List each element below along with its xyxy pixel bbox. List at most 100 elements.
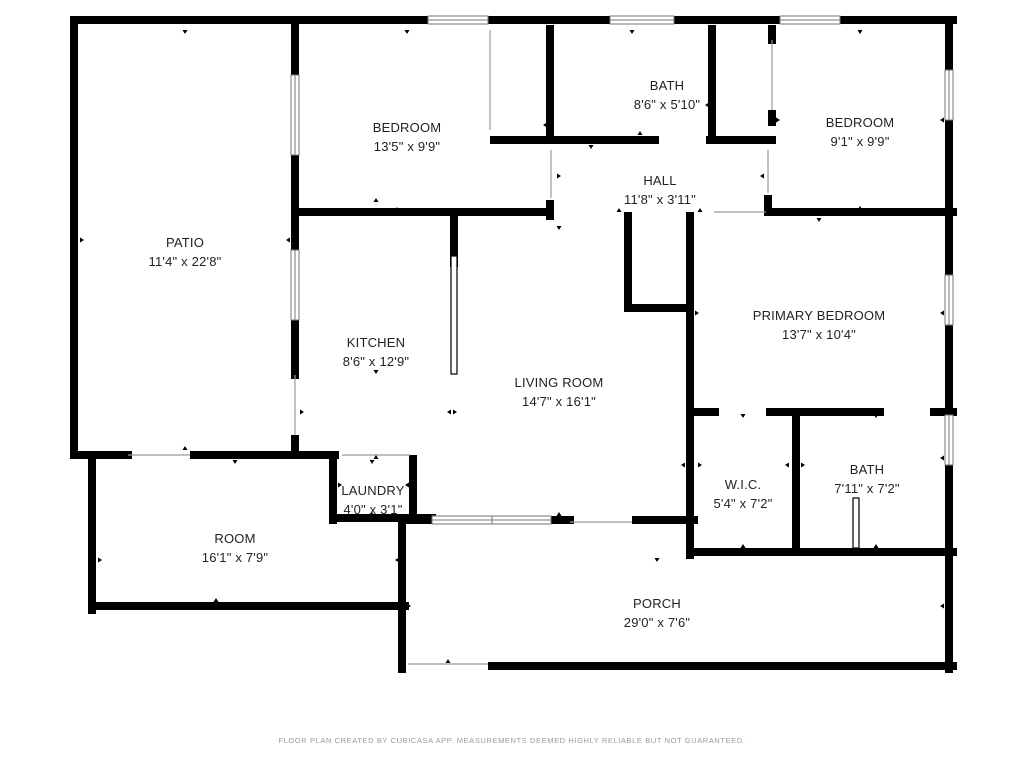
- wall-segment: [945, 665, 953, 673]
- room-name: BEDROOM: [372, 120, 442, 135]
- dimension-arrow: [557, 173, 561, 179]
- dimension-arrow: [98, 557, 102, 563]
- room-name: LAUNDRY: [341, 483, 405, 498]
- wall-segment: [945, 325, 953, 419]
- room-name: BEDROOM: [825, 115, 895, 130]
- wall-segment: [291, 435, 299, 459]
- dimension-arrow: [373, 370, 379, 374]
- room-name: ROOM: [214, 531, 256, 546]
- wall-segment: [945, 20, 953, 74]
- wall-segment: [708, 25, 716, 144]
- dimension-arrow: [300, 409, 304, 415]
- dimension-arrow: [801, 462, 805, 468]
- wall-segment: [402, 516, 436, 524]
- wall-segment: [686, 212, 694, 559]
- wall-segment: [291, 155, 299, 254]
- dimension-arrow: [698, 462, 702, 468]
- dimension-arrow: [394, 207, 400, 211]
- wall-segment: [690, 408, 719, 416]
- wall-segment: [546, 200, 554, 220]
- room-dimensions: 14'7" x 16'1": [522, 394, 596, 409]
- wall-segment: [768, 25, 776, 44]
- dimension-arrow: [286, 237, 290, 243]
- room-dimensions: 8'6" x 5'10": [633, 97, 701, 112]
- room-name: KITCHEN: [346, 335, 406, 350]
- room-dimensions: 9'1" x 9'9": [830, 134, 890, 149]
- dimension-arrow: [338, 482, 342, 488]
- room-dimensions: 16'1" x 7'9": [201, 550, 269, 565]
- dimension-arrow: [373, 455, 379, 459]
- wall-segment: [190, 451, 339, 459]
- bath-fixture: [852, 497, 860, 549]
- wall-segment: [768, 208, 957, 216]
- room-label-bedroom-left: BEDROOM 13'5" x 9'9": [373, 118, 442, 156]
- dimension-arrow: [453, 409, 457, 415]
- dimension-arrow: [740, 414, 746, 418]
- dimension-arrow: [857, 30, 863, 34]
- dimension-arrow: [776, 117, 780, 123]
- dimension-arrow: [873, 414, 879, 418]
- dimension-arrow: [816, 408, 822, 412]
- dimension-arrow: [543, 122, 547, 128]
- room-label-hall: HALL 11'8" x 3'11": [624, 171, 696, 209]
- dimension-arrow: [940, 310, 944, 316]
- room-label-wic: W.I.C. 5'4" x 7'2": [713, 475, 772, 513]
- wall-segment: [551, 516, 574, 524]
- room-label-laundry: LAUNDRY 4'0" x 3'1": [341, 481, 404, 519]
- dimension-arrow: [407, 603, 411, 609]
- room-name: PORCH: [633, 596, 681, 611]
- dimension-arrow: [940, 455, 944, 461]
- dimension-arrow: [447, 409, 451, 415]
- room-name: LIVING ROOM: [514, 375, 604, 390]
- dimension-arrow: [588, 145, 594, 149]
- wall-segment: [766, 408, 884, 416]
- dimension-arrow: [760, 173, 764, 179]
- dimension-arrow: [405, 482, 409, 488]
- room-name: BATH: [849, 462, 885, 477]
- room-dimensions: 7'11" x 7'2": [834, 481, 900, 496]
- dimension-arrow: [654, 558, 660, 562]
- windows: [290, 15, 954, 525]
- wall-segment: [92, 602, 409, 610]
- room-name: HALL: [643, 173, 677, 188]
- wall-segment: [398, 522, 406, 673]
- dimension-markers: [80, 30, 944, 663]
- wall-segment: [291, 20, 299, 79]
- wall-segment: [74, 451, 132, 459]
- wall-segment: [70, 20, 78, 459]
- wall-segment: [488, 16, 614, 24]
- room-dimensions: 5'4" x 7'2": [713, 496, 773, 511]
- room-dimensions: 13'5" x 9'9": [373, 139, 441, 154]
- room-label-bedroom-right: BEDROOM 9'1" x 9'9": [826, 113, 895, 151]
- dimension-arrow: [232, 460, 238, 464]
- dimension-arrow: [816, 218, 822, 222]
- room-label-patio: PATIO 11'4" x 22'8": [149, 233, 222, 271]
- room-label-room: ROOM 16'1" x 7'9": [202, 529, 268, 567]
- dimension-arrow: [182, 446, 188, 450]
- dimension-arrow: [695, 310, 699, 316]
- wall-segment: [792, 412, 800, 554]
- dimension-arrow: [369, 460, 375, 464]
- wall-segment: [706, 136, 776, 144]
- dimension-arrow: [80, 237, 84, 243]
- footer-disclaimer: FLOOR PLAN CREATED BY CUBICASA APP. MEAS…: [278, 736, 746, 745]
- wall-segment: [945, 465, 953, 673]
- room-dimensions: 11'8" x 3'11": [624, 192, 696, 207]
- dimension-arrow: [873, 544, 879, 548]
- door-openings: [128, 30, 860, 665]
- wall-segment: [945, 120, 953, 279]
- room-name: PATIO: [165, 235, 205, 250]
- kitchen-counter-edge: [450, 255, 458, 375]
- dimension-arrow: [940, 603, 944, 609]
- wall-segment: [450, 216, 458, 267]
- wall-segment: [88, 455, 96, 614]
- dimension-arrow: [705, 102, 709, 108]
- dimension-arrow: [785, 462, 789, 468]
- dimension-arrow: [637, 131, 643, 135]
- room-dimensions: 29'0" x 7'6": [623, 615, 691, 630]
- room-name: W.I.C.: [724, 477, 762, 492]
- wall-segment: [488, 662, 957, 670]
- dimension-arrow: [556, 512, 562, 516]
